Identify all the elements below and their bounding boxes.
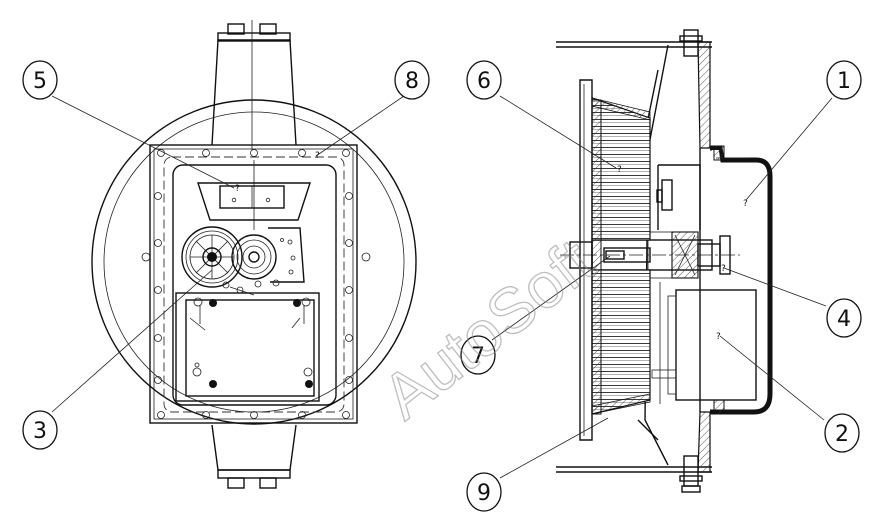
leader-lines bbox=[51, 95, 833, 479]
callout-9: 9 bbox=[466, 472, 502, 512]
part-mark-5: ? bbox=[235, 184, 240, 194]
svg-text:7: 7 bbox=[471, 344, 485, 369]
svg-text:3: 3 bbox=[33, 419, 47, 444]
svg-text:1: 1 bbox=[837, 69, 851, 94]
svg-text:5: 5 bbox=[33, 69, 47, 94]
callout-1: 1 bbox=[826, 60, 862, 100]
front-view bbox=[91, 20, 417, 489]
callout-8: 8 bbox=[394, 60, 430, 100]
svg-text:4: 4 bbox=[837, 307, 851, 332]
callout-6: 6 bbox=[466, 60, 502, 100]
callouts: 5 8 3 6 1 4 7 2 bbox=[22, 60, 862, 512]
section-view bbox=[556, 29, 773, 493]
callout-5: 5 bbox=[22, 60, 58, 100]
svg-text:6: 6 bbox=[477, 69, 491, 94]
callout-3: 3 bbox=[22, 410, 58, 450]
part-marks: ? ? ? ? ? ? bbox=[235, 151, 748, 342]
part-mark-4: ? bbox=[721, 264, 726, 274]
svg-text:2: 2 bbox=[835, 422, 849, 447]
callout-2: 2 bbox=[824, 413, 860, 453]
svg-text:8: 8 bbox=[405, 69, 419, 94]
callout-7: 7 bbox=[460, 335, 496, 375]
svg-text:9: 9 bbox=[477, 481, 491, 506]
watermark: AutoSoft bbox=[369, 225, 607, 433]
part-mark-2: ? bbox=[716, 332, 721, 342]
callout-4: 4 bbox=[826, 298, 862, 338]
part-mark-6: ? bbox=[617, 165, 622, 175]
part-mark-1: ? bbox=[743, 199, 748, 209]
part-mark-8: ? bbox=[315, 151, 320, 161]
